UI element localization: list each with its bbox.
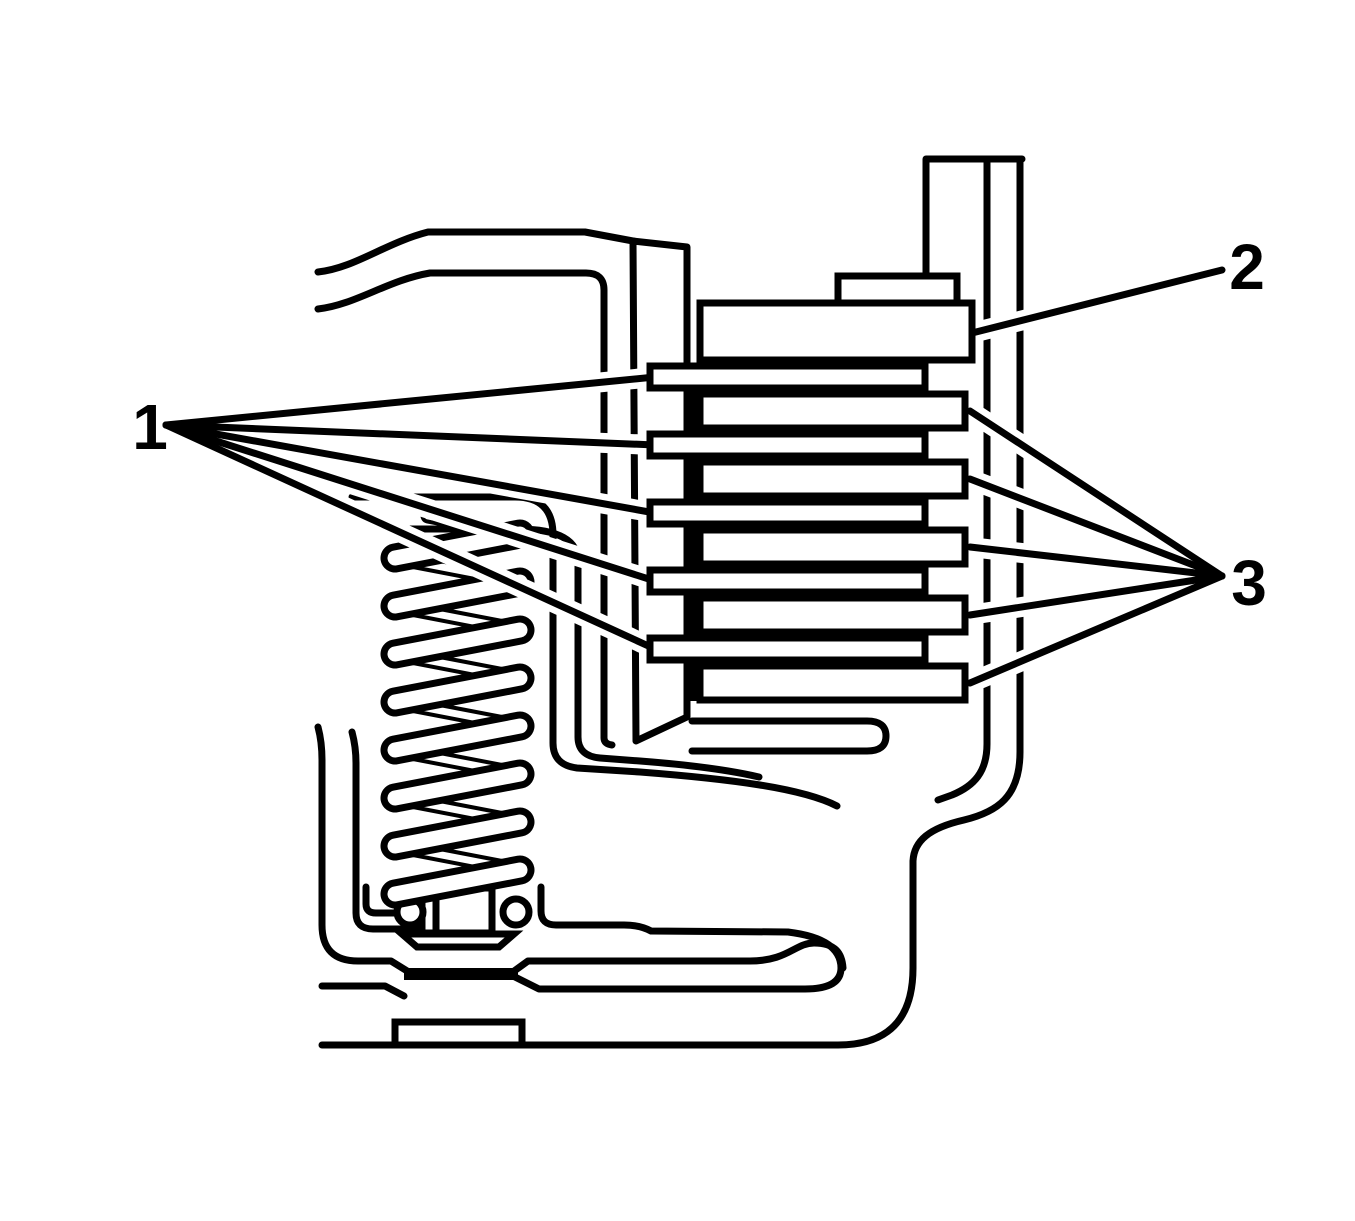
spring-coil-strand	[387, 622, 528, 662]
apply-piston-plate	[629, 237, 691, 745]
retainer-bracket-left	[348, 728, 448, 933]
callout-3-leader	[966, 475, 1226, 580]
callout-labels: 1 2 3	[132, 231, 1267, 619]
callout-1-leader	[162, 373, 659, 429]
spring-coil-strand	[387, 766, 528, 806]
callout-1-leader	[162, 421, 659, 449]
callout-1-leader	[162, 421, 659, 585]
housing-arm-upper-line	[314, 228, 637, 276]
callout-3-leader	[966, 572, 1226, 619]
case-lug	[391, 1018, 526, 1049]
callout-label-3: 3	[1231, 547, 1267, 619]
friction-plate	[646, 566, 929, 596]
callout-3-leader	[966, 543, 1226, 580]
backing-plate	[696, 299, 976, 364]
callout-label-1: 1	[132, 391, 168, 463]
steel-plate	[696, 390, 969, 432]
check-ball-right	[499, 895, 533, 929]
spring-coil-strand	[387, 718, 528, 758]
right-wall-top-edge	[922, 155, 1026, 282]
drum-flange-tab	[688, 717, 890, 755]
retainer-bracket-left-lip	[362, 883, 433, 917]
hub-seat-and-inner-bottom-line	[509, 883, 845, 993]
friction-plate	[646, 430, 929, 460]
callout-3-leader	[966, 407, 1226, 580]
friction-plate	[646, 362, 929, 392]
callout-3-leader	[966, 572, 1226, 687]
spring-coil-strand	[387, 862, 528, 902]
friction-plate	[646, 634, 929, 664]
steel-plate	[696, 662, 969, 704]
joint-overlap-weld	[404, 968, 518, 980]
steel-plate	[696, 526, 969, 568]
leader-lines	[156, 260, 1232, 693]
leader-strokes	[162, 266, 1226, 687]
joint-lower-left-line	[318, 982, 408, 1000]
clutch-pack	[646, 272, 976, 704]
retainer-plate	[392, 930, 524, 951]
housing-arm-lower-line	[314, 269, 616, 749]
right-wall-outer-and-bottom-line	[318, 155, 1024, 1049]
piston-skirt-inner-line	[381, 525, 763, 781]
housing-lines	[314, 155, 1026, 1049]
spring-retainer	[348, 728, 533, 951]
spring-coil-strand	[387, 670, 528, 710]
piston-skirt-outer-line	[348, 493, 841, 810]
friction-plate	[646, 498, 929, 528]
steel-plate	[696, 594, 969, 636]
callout-2-leader	[968, 266, 1226, 337]
callout-1-leader	[162, 421, 659, 653]
callout-label-2: 2	[1229, 231, 1265, 303]
right-wall-inner-line	[934, 155, 991, 804]
steel-plate	[696, 458, 969, 500]
callout-1-leader	[162, 421, 659, 517]
spring-coil-strand	[387, 814, 528, 854]
